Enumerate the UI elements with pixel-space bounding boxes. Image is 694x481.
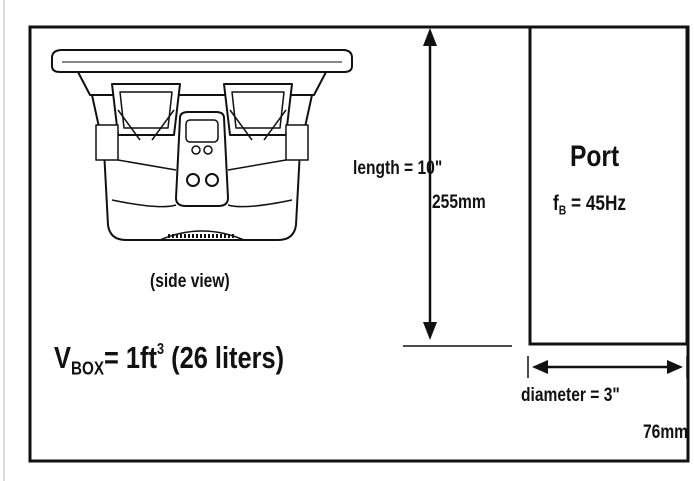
length-mm-label: 255mm — [432, 192, 486, 213]
side-view-caption: (side view) — [150, 271, 230, 292]
vbox-exponent: 3 — [156, 341, 165, 359]
box-volume: VBOX= 1ft3 (26 liters) — [54, 340, 284, 380]
fb-symbol: f — [553, 192, 559, 215]
length-label: length = 10" — [353, 158, 443, 179]
diameter-label: diameter = 3" — [521, 385, 620, 406]
vbox-subscript: BOX — [70, 357, 105, 379]
vbox-symbol: V — [54, 340, 71, 375]
fb-value: = 45Hz — [566, 192, 627, 215]
vbox-liters: (26 liters) — [164, 340, 285, 375]
diameter-mm-label: 76mm — [643, 422, 689, 443]
port-title: Port — [570, 140, 620, 173]
fb-subscript: B — [558, 203, 567, 218]
port-rect — [528, 25, 689, 346]
subwoofer-side-view-icon — [51, 49, 353, 241]
vbox-eq: = 1ft — [104, 340, 157, 375]
tuning-frequency: fB = 45Hz — [553, 192, 626, 217]
diameter-arrow — [527, 356, 688, 378]
length-arrow — [423, 28, 437, 340]
